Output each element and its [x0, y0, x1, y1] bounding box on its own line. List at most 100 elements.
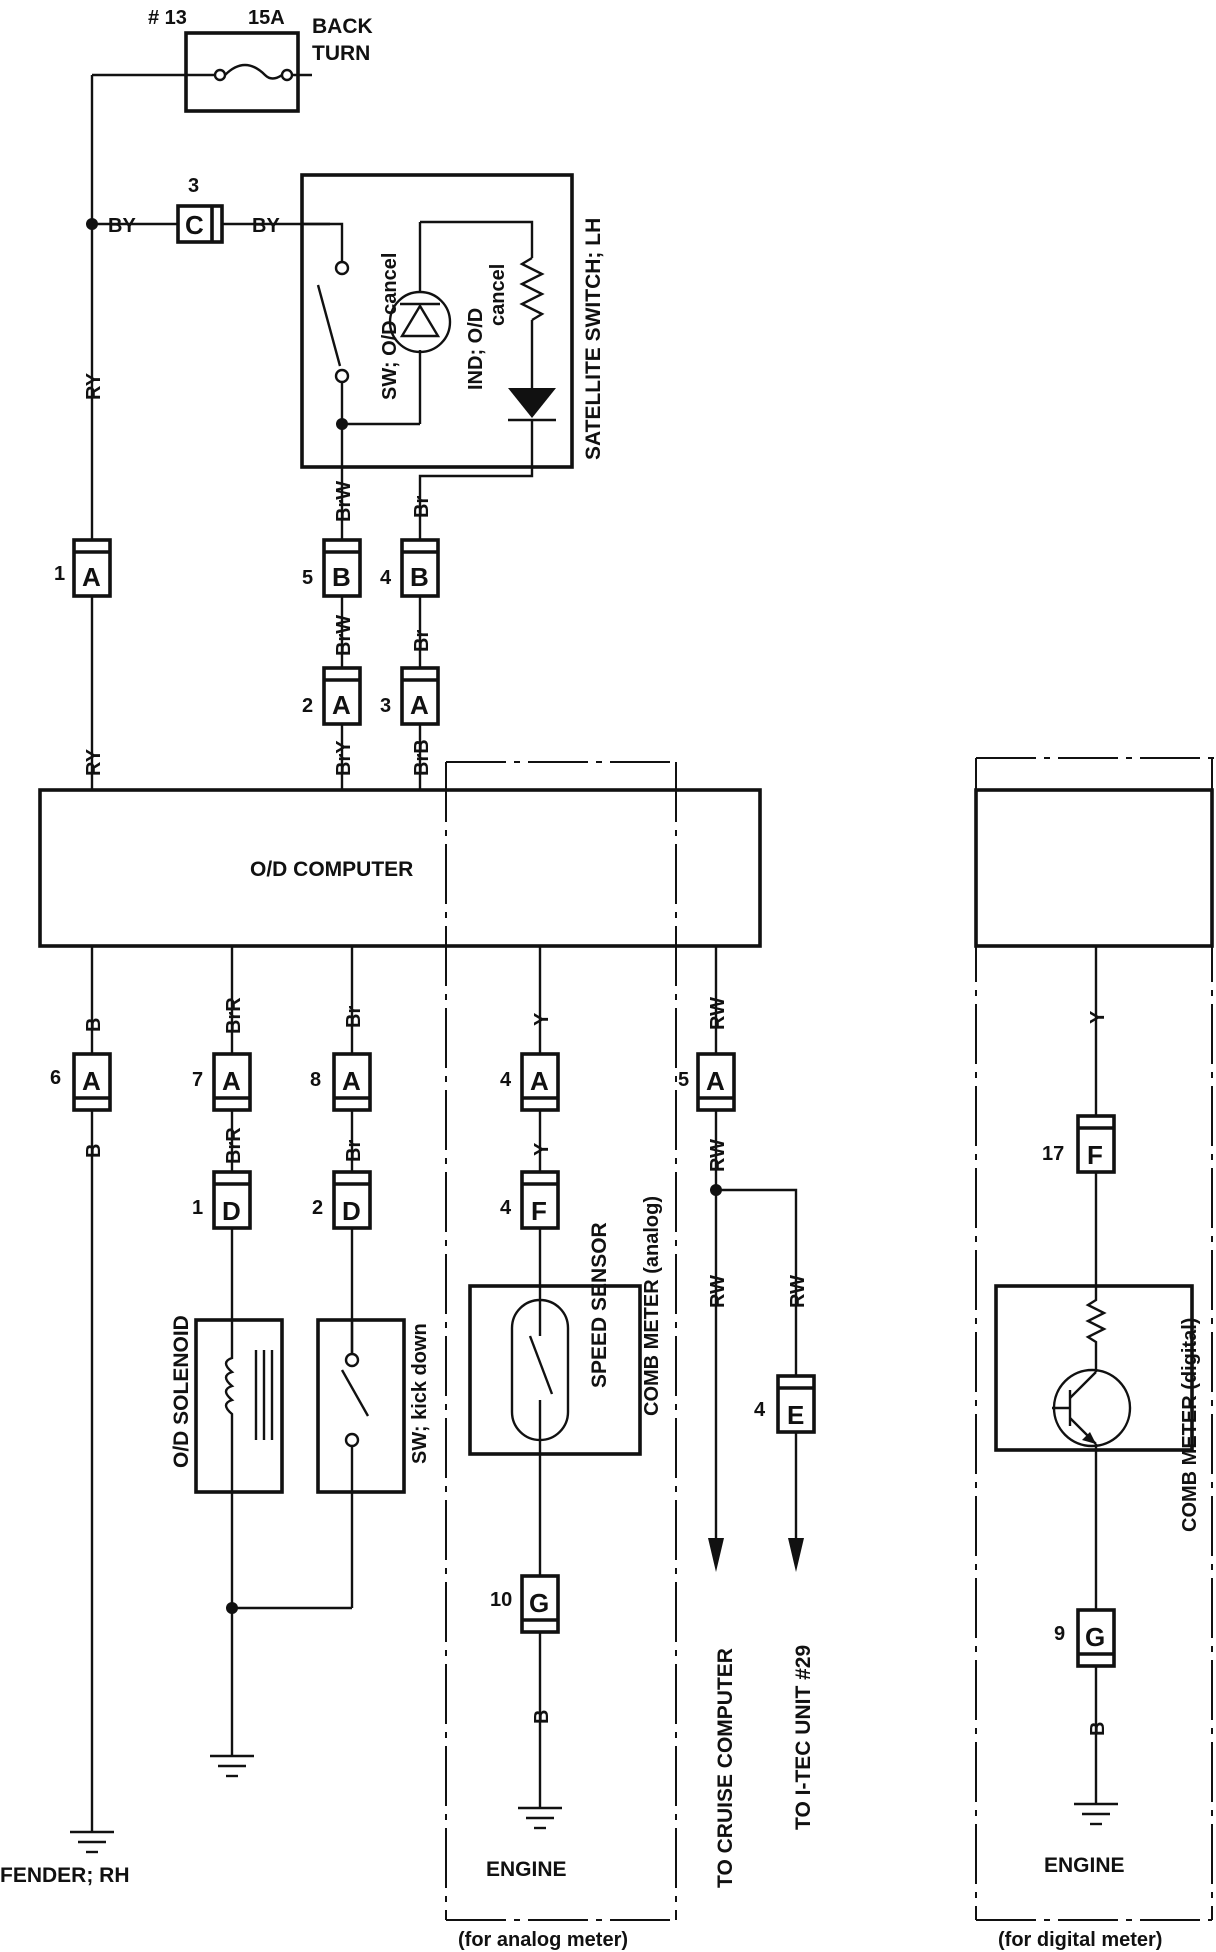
satellite-switch-lh: SW; O/D cancel IND; O/D cancel SATELLITE…: [300, 173, 605, 500]
ground-engine-analog-label: ENGINE: [486, 1858, 567, 1881]
connector-a2: A 2: [302, 666, 362, 726]
svg-text:B: B: [332, 562, 351, 592]
connector-b4: B 4: [380, 538, 440, 598]
svg-text:17: 17: [1042, 1143, 1064, 1165]
svg-text:8: 8: [310, 1069, 321, 1091]
wire-label-bry: BrY: [333, 740, 355, 776]
od-computer: O/D COMPUTER: [38, 788, 762, 948]
svg-text:3: 3: [188, 175, 199, 197]
speed-sensor-label: SPEED SENSOR: [588, 1222, 611, 1388]
svg-text:Y: Y: [531, 1012, 553, 1026]
svg-text:A: A: [332, 690, 351, 720]
wire-label-ry-2: RY: [83, 748, 105, 776]
svg-text:Br: Br: [343, 1006, 365, 1028]
connector-d2: D: [342, 1196, 361, 1226]
wire-label-brb: BrB: [411, 739, 433, 776]
svg-text:5: 5: [302, 567, 313, 589]
svg-text:RW: RW: [787, 1275, 809, 1308]
svg-text:B: B: [1087, 1722, 1109, 1736]
connector-a8: A: [342, 1066, 361, 1096]
fuse-label-turn: TURN: [312, 42, 370, 65]
sw-kick-down-label: SW; kick down: [409, 1323, 431, 1464]
digital-meter-frame: (for digital meter): [974, 757, 1214, 1951]
speed-sensor-circuit: Y A 4 Y F 4 SPEED SENSOR COMB METER (ana…: [468, 946, 663, 1881]
connector-a4: A: [530, 1066, 549, 1096]
fuse-label-back: BACK: [312, 15, 373, 38]
connector-c3: C 3 BY: [176, 175, 330, 244]
svg-text:1: 1: [54, 563, 65, 585]
svg-text:Br: Br: [343, 1140, 365, 1162]
svg-text:7: 7: [192, 1069, 203, 1091]
svg-text:A: A: [82, 562, 101, 592]
ry-feed-wire: BY RY RY: [83, 75, 178, 790]
svg-text:4: 4: [754, 1399, 766, 1421]
svg-text:3: 3: [380, 695, 391, 717]
solenoid-circuit: BrR A 7 BrR D 1 O/D SOLENOID: [170, 946, 352, 1778]
ground-wire-fender: B A 6 B FENDER; RH: [0, 946, 130, 1887]
ind-od-label: IND; O/D: [465, 308, 487, 390]
svg-text:2: 2: [312, 1197, 323, 1219]
variant-analog-label: (for analog meter): [458, 1929, 628, 1951]
connector-a7: A: [222, 1066, 241, 1096]
svg-text:RW: RW: [707, 997, 729, 1030]
connector-a3: A 3: [380, 666, 440, 726]
svg-text:B: B: [531, 1710, 553, 1724]
satellite-switch-label: SATELLITE SWITCH; LH: [582, 218, 605, 460]
svg-text:RW: RW: [707, 1139, 729, 1172]
wire-label-ry-1: RY: [83, 372, 105, 400]
fuse-rating: 15A: [248, 7, 285, 29]
svg-text:4: 4: [500, 1069, 512, 1091]
svg-text:BrR: BrR: [223, 1127, 245, 1164]
svg-text:9: 9: [1054, 1623, 1065, 1645]
fuse-13: # 13 15A BACK TURN: [92, 7, 373, 113]
rw-circuit: RW A 5 RW RW RW E 4 TO CRUISE COMPUTER T…: [678, 946, 816, 1888]
svg-text:C: C: [185, 210, 204, 240]
svg-text:BrR: BrR: [223, 997, 245, 1034]
connector-b5: B 5: [302, 538, 362, 598]
comb-meter-digital-label: COMB METER (digital): [1179, 1318, 1201, 1532]
svg-text:Y: Y: [1087, 1010, 1109, 1024]
svg-text:A: A: [410, 690, 429, 720]
svg-text:1: 1: [192, 1197, 203, 1219]
ground-fender-rh-label: FENDER; RH: [0, 1864, 130, 1887]
connector-g10: G: [529, 1588, 549, 1618]
sw-od-cancel-label: SW; O/D cancel: [379, 253, 401, 400]
wire-label-by-1: BY: [108, 215, 136, 237]
connector-d1: D: [222, 1196, 241, 1226]
svg-text:4: 4: [500, 1197, 512, 1219]
kick-down-circuit: Br A 8 Br D 2 SW; kick down: [310, 946, 431, 1608]
ind-cancel-label: cancel: [487, 264, 509, 326]
connector-g9: G: [1085, 1622, 1105, 1652]
svg-text:Y: Y: [531, 1142, 553, 1156]
wire-label-brw-2: BrW: [333, 615, 355, 656]
wire-label-b-1: B: [83, 1018, 105, 1032]
to-cruise-computer: TO CRUISE COMPUTER: [714, 1648, 737, 1888]
connector-e4: E: [787, 1400, 804, 1430]
connector-f4: F: [531, 1196, 547, 1226]
od-computer-label: O/D COMPUTER: [250, 858, 413, 881]
svg-text:4: 4: [380, 567, 392, 589]
svg-text:B: B: [410, 562, 429, 592]
ground-engine-digital-label: ENGINE: [1044, 1854, 1125, 1877]
svg-text:6: 6: [50, 1067, 61, 1089]
connector-a5: A: [706, 1066, 725, 1096]
connector-a6: A: [82, 1066, 101, 1096]
wire-label-brw-1: BrW: [333, 481, 355, 522]
wire-label-by-2: BY: [252, 215, 280, 237]
to-itec-unit: TO I-TEC UNIT #29: [792, 1645, 815, 1830]
wire-label-br-2: Br: [411, 630, 433, 652]
connector-a1: A 1: [54, 538, 112, 598]
connector-f17: F: [1087, 1140, 1103, 1170]
satellite-lower-wires: BrW Br BrW Br BrY BrB: [333, 481, 433, 790]
comb-meter-analog-label: COMB METER (analog): [641, 1196, 663, 1416]
od-solenoid-label: O/D SOLENOID: [170, 1315, 193, 1468]
svg-text:10: 10: [490, 1589, 512, 1611]
fuse-number: # 13: [148, 7, 187, 29]
variant-digital-label: (for digital meter): [998, 1929, 1162, 1951]
wire-label-br-1: Br: [411, 496, 433, 518]
svg-text:5: 5: [678, 1069, 689, 1091]
digital-meter-circuit: Y F 17 COMB METER (digital) G 9 B ENGINE: [994, 946, 1201, 1877]
analog-meter-frame: (for analog meter): [445, 761, 677, 1951]
wire-label-b-2: B: [83, 1144, 105, 1158]
